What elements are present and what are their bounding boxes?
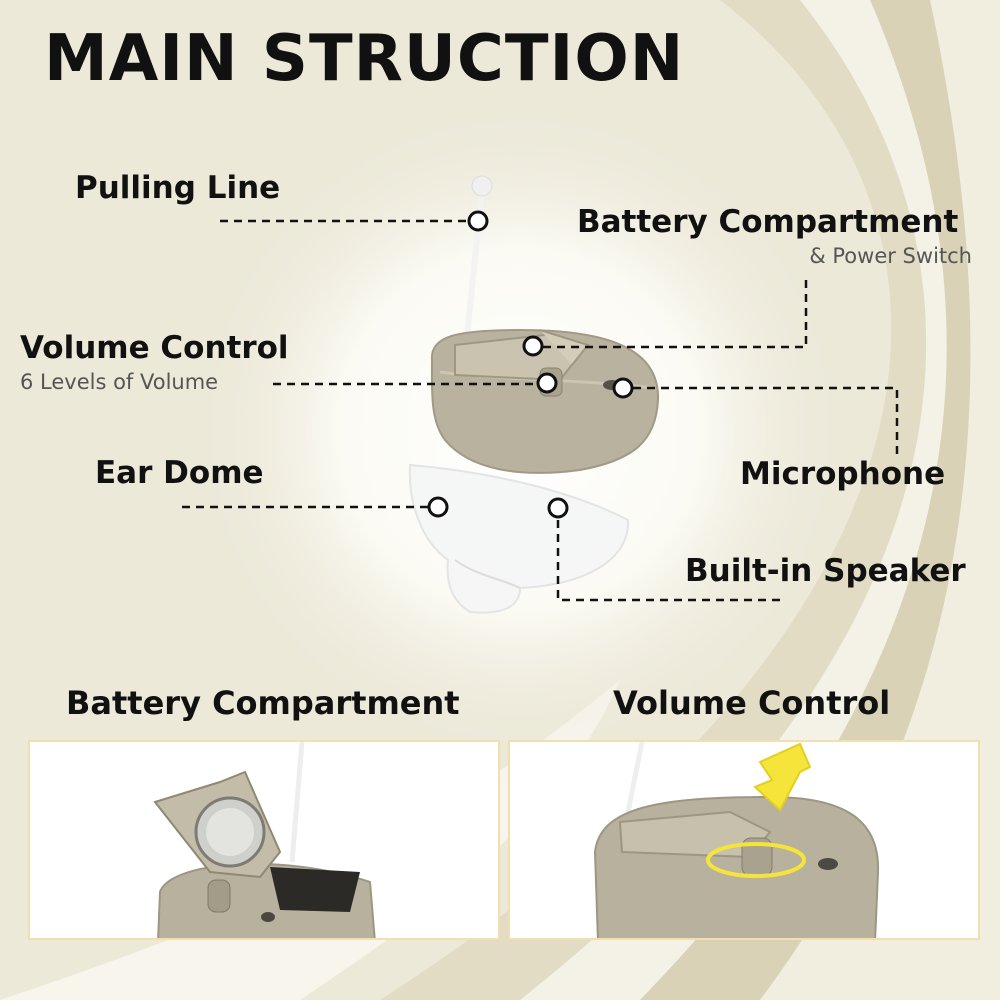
battery-compartment-panel bbox=[28, 740, 500, 940]
battery-open-image bbox=[153, 742, 376, 938]
pulling-line-label: Pulling Line bbox=[75, 170, 281, 206]
battery-compartment-label: Battery Compartment bbox=[577, 204, 959, 240]
volume-panel-title: Volume Control bbox=[613, 684, 891, 722]
volume-control-panel bbox=[508, 740, 980, 940]
battery-panel-title: Battery Compartment bbox=[66, 684, 460, 722]
volume-button-image bbox=[593, 742, 880, 938]
volume-levels-sublabel: 6 Levels of Volume bbox=[20, 370, 219, 394]
built-in-speaker-label: Built-in Speaker bbox=[685, 553, 966, 589]
ear-dome-label: Ear Dome bbox=[95, 455, 264, 491]
page-title: MAIN STRUCTION bbox=[44, 22, 685, 96]
microphone-label: Microphone bbox=[740, 456, 946, 492]
power-switch-sublabel: & Power Switch bbox=[809, 244, 972, 268]
volume-control-label: Volume Control bbox=[20, 330, 289, 366]
